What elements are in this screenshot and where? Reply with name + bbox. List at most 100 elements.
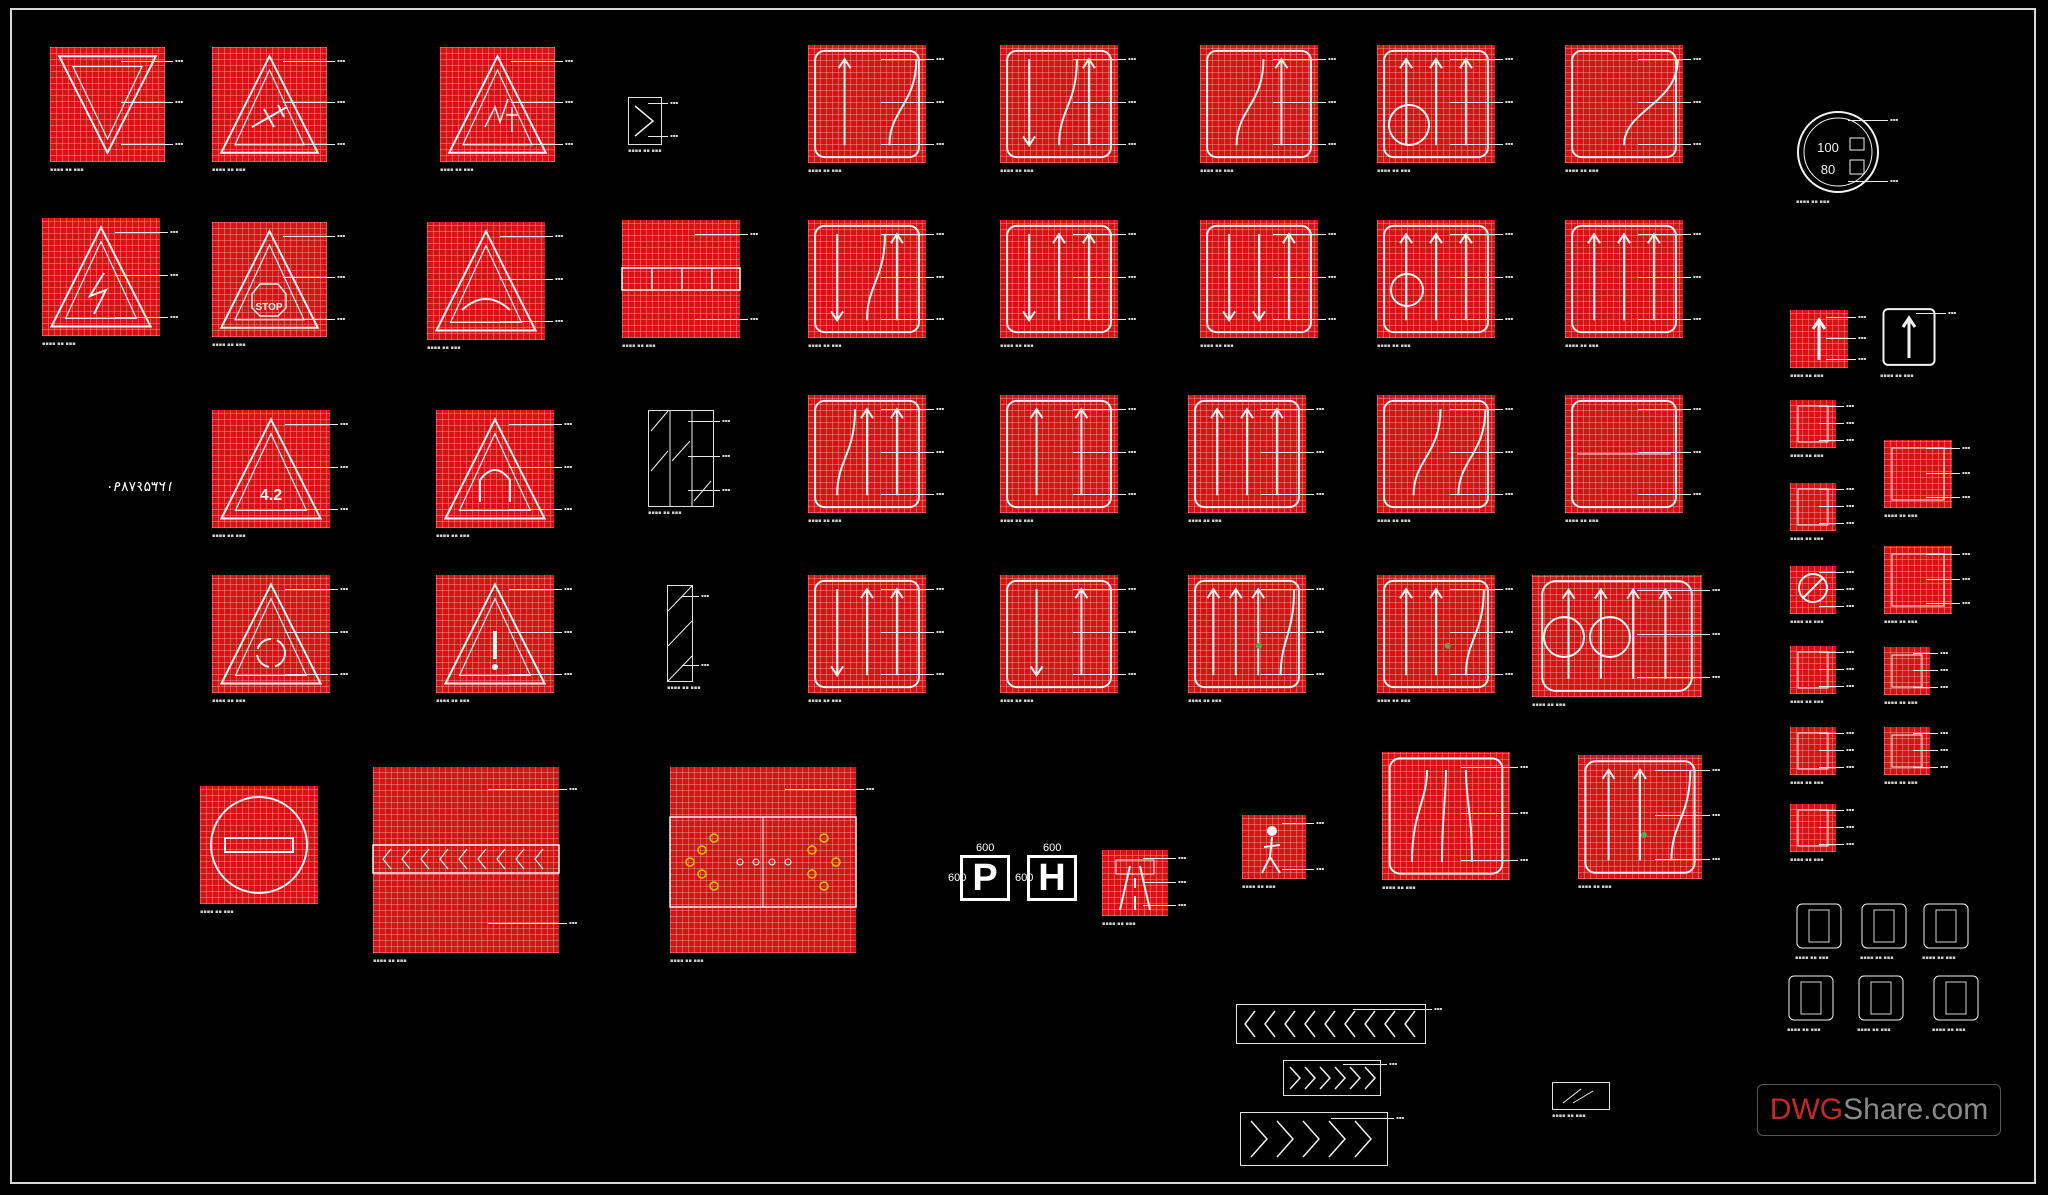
leader-tag: ▪▪▪	[564, 628, 573, 634]
leader-line	[1450, 101, 1503, 103]
sign-caption: ▪▪▪▪ ▪▪ ▪▪▪	[212, 342, 246, 348]
leader-line	[1818, 589, 1844, 591]
leader-tag: ▪▪▪	[670, 132, 679, 138]
leader-line	[509, 674, 562, 676]
sign-caption: ▪▪▪▪ ▪▪ ▪▪▪	[808, 343, 842, 349]
leader-line	[881, 494, 934, 496]
leader-line	[687, 421, 720, 423]
sign-caption: ▪▪▪▪ ▪▪ ▪▪▪	[1790, 619, 1824, 625]
leader-line	[1273, 101, 1326, 103]
sign-caption: ▪▪▪▪ ▪▪ ▪▪▪	[1932, 1027, 1966, 1033]
leader-line	[1825, 337, 1856, 339]
sign-caption: ▪▪▪▪ ▪▪ ▪▪▪	[1790, 780, 1824, 786]
exclamation-warning-sign	[436, 575, 554, 693]
leader-tag: ▪▪▪	[1712, 630, 1721, 636]
leader-line	[285, 674, 338, 676]
leader-tag: ▪▪▪	[564, 671, 573, 677]
parking-p-dim-side: 600	[948, 872, 967, 884]
leader-line	[1926, 554, 1960, 556]
leader-tag: ▪▪▪	[1693, 141, 1702, 147]
leader-tag: ▪▪▪	[1846, 485, 1855, 491]
sign-caption: ▪▪▪▪ ▪▪ ▪▪▪	[1790, 536, 1824, 542]
leader-line	[1926, 578, 1960, 580]
leader-tag: ▪▪▪	[1520, 764, 1529, 770]
leader-line	[1818, 506, 1844, 508]
striped-marker-tall	[648, 410, 714, 507]
leader-line	[283, 277, 335, 279]
sign-caption: ▪▪▪▪ ▪▪ ▪▪▪	[1565, 343, 1599, 349]
leader-line	[681, 664, 699, 666]
outline-small-sign-5	[1857, 974, 1905, 1022]
leader-line	[1261, 409, 1314, 411]
leader-line	[1818, 732, 1844, 734]
sign-caption: ▪▪▪▪ ▪▪ ▪▪▪	[1382, 885, 1416, 891]
lane-sign-r3-c4	[1377, 395, 1495, 513]
leader-line	[1273, 234, 1326, 236]
sign-caption: ▪▪▪▪ ▪▪ ▪▪▪	[212, 167, 246, 173]
leader-tag: ▪▪▪	[1128, 231, 1137, 237]
leader-tag: ▪▪▪	[565, 99, 574, 105]
leader-line	[1638, 101, 1691, 103]
leader-tag: ▪▪▪	[1712, 766, 1721, 772]
leader-tag: ▪▪▪	[936, 273, 945, 279]
leader-line	[1073, 494, 1126, 496]
leader-tag: ▪▪▪	[1328, 231, 1337, 237]
leader-line	[1073, 409, 1126, 411]
leader-line	[500, 236, 553, 238]
leader-line	[1818, 686, 1844, 688]
lane-sign-r1-c5	[1565, 45, 1683, 163]
leader-tag: ▪▪▪	[569, 920, 578, 926]
leader-line	[285, 631, 338, 633]
sign-caption: ▪▪▪▪ ▪▪ ▪▪▪	[212, 698, 246, 704]
sign-caption: ▪▪▪▪ ▪▪ ▪▪▪	[200, 909, 234, 915]
leader-line	[1818, 523, 1844, 525]
leader-line	[881, 589, 934, 591]
leader-line	[1450, 494, 1503, 496]
mirrored-code-label: ۱۲۳۵۶۷۸۹۰	[106, 478, 174, 494]
watermark-dwg: DWG	[1769, 1093, 1844, 1126]
leader-line	[1825, 358, 1856, 360]
leader-line	[1273, 319, 1326, 321]
leader-tag: ▪▪▪	[1178, 902, 1187, 908]
leader-tag: ▪▪▪	[340, 421, 349, 427]
lane-indicator-panel	[669, 767, 857, 953]
leader-tag: ▪▪▪	[1316, 448, 1325, 454]
sign-caption: ▪▪▪▪ ▪▪ ▪▪▪	[1795, 955, 1829, 961]
leader-tag: ▪▪▪	[1396, 1115, 1405, 1121]
freeway-small-sign-1	[1884, 440, 1952, 508]
leader-line	[283, 235, 335, 237]
leader-line	[511, 102, 563, 104]
leader-line	[1450, 319, 1503, 321]
freeway-small-sign-4	[1884, 727, 1930, 775]
barrier-board-sign	[621, 220, 741, 338]
leader-line	[647, 135, 668, 137]
leader-tag: ▪▪▪	[1128, 406, 1137, 412]
leader-tag: ▪▪▪	[1328, 98, 1337, 104]
leader-line	[1848, 180, 1888, 182]
leader-tag: ▪▪▪	[175, 140, 184, 146]
leader-line	[1818, 669, 1844, 671]
leader-tag: ▪▪▪	[1505, 448, 1514, 454]
leader-line	[1461, 813, 1518, 815]
leader-tag: ▪▪▪	[670, 99, 679, 105]
leader-tag: ▪▪▪	[701, 593, 710, 599]
leader-tag: ▪▪▪	[722, 486, 731, 492]
leader-tag: ▪▪▪	[1178, 878, 1187, 884]
stop-ahead-sign: STOP	[212, 222, 327, 337]
leader-line	[121, 60, 173, 62]
leader-tag: ▪▪▪	[1693, 98, 1702, 104]
leader-line	[500, 321, 553, 323]
leader-line	[1450, 59, 1503, 61]
leader-tag: ▪▪▪	[1962, 600, 1971, 606]
sign-caption: ▪▪▪▪ ▪▪ ▪▪▪	[440, 167, 474, 173]
leader-tag: ▪▪▪	[1712, 586, 1721, 592]
sign-caption: ▪▪▪▪ ▪▪ ▪▪▪	[1884, 700, 1918, 706]
yield-sign	[50, 47, 165, 162]
leader-line	[509, 589, 562, 591]
leader-line	[509, 466, 562, 468]
leader-tag: ▪▪▪	[337, 315, 346, 321]
leader-line	[881, 409, 934, 411]
leader-line	[1912, 732, 1938, 734]
